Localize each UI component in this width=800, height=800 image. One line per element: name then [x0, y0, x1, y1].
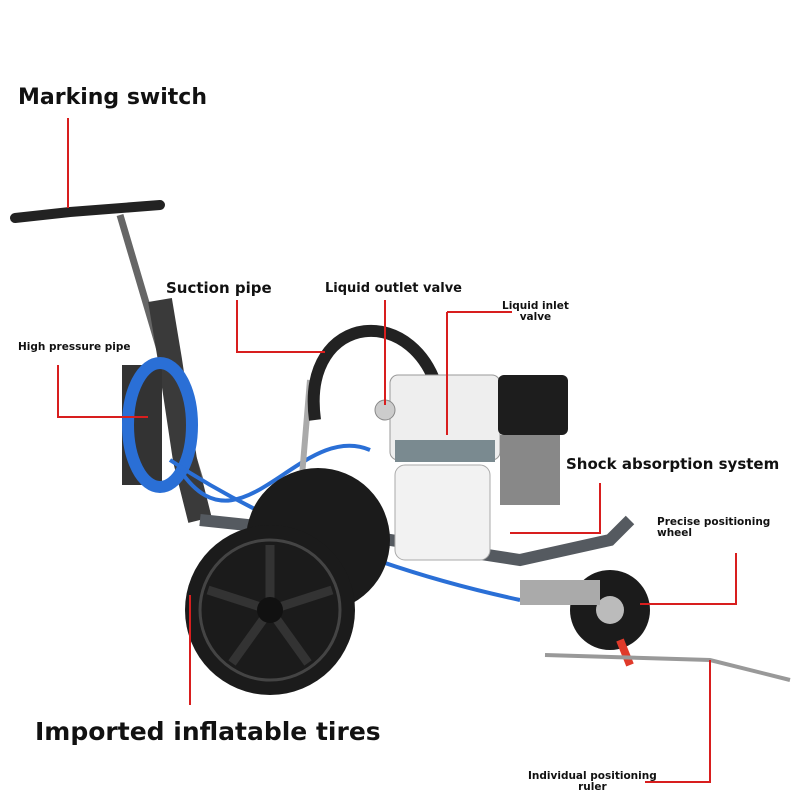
label-shock-absorption-system: Shock absorption system	[566, 455, 780, 473]
label-line: Individual positioning	[528, 770, 657, 782]
spray-gun	[520, 580, 600, 605]
positioning-ruler	[544, 653, 791, 682]
label-liquid-outlet-valve: Liquid outlet valve	[325, 281, 462, 296]
label-line: ruler	[578, 781, 607, 794]
engine-housing	[500, 435, 560, 505]
label-line: Precise positioning	[657, 516, 771, 528]
engine-block	[394, 464, 491, 561]
label-precise-positioning-wheel: Precise positioning wheel	[657, 516, 771, 540]
label-imported-inflatable-tires: Imported inflatable tires	[35, 717, 381, 746]
air-filter	[498, 375, 568, 435]
label-line: valve	[519, 311, 552, 324]
machine	[10, 200, 791, 695]
wheel-rim	[198, 538, 342, 682]
hose-reel	[122, 357, 198, 493]
suction-pipe	[307, 324, 446, 421]
label-individual-positioning-ruler: Individual positioning ruler	[528, 770, 657, 794]
spray-nozzle	[616, 638, 634, 667]
label-suction-pipe: Suction pipe	[166, 279, 272, 297]
label-high-pressure-pipe: High pressure pipe	[18, 341, 131, 353]
label-marking-switch: Marking switch	[18, 85, 208, 110]
wheel-hub	[257, 597, 283, 623]
pump-manifold	[395, 440, 495, 462]
handle-grip	[10, 200, 165, 223]
label-line: Liquid inlet	[502, 300, 569, 312]
handle-post	[148, 298, 212, 523]
label-liquid-inlet-valve: Liquid inlet valve	[502, 300, 569, 324]
leader-lines	[57, 118, 737, 783]
positioning-wheel-hub	[596, 596, 624, 624]
high-pressure-hose	[178, 443, 371, 503]
label-line: wheel	[657, 527, 693, 540]
